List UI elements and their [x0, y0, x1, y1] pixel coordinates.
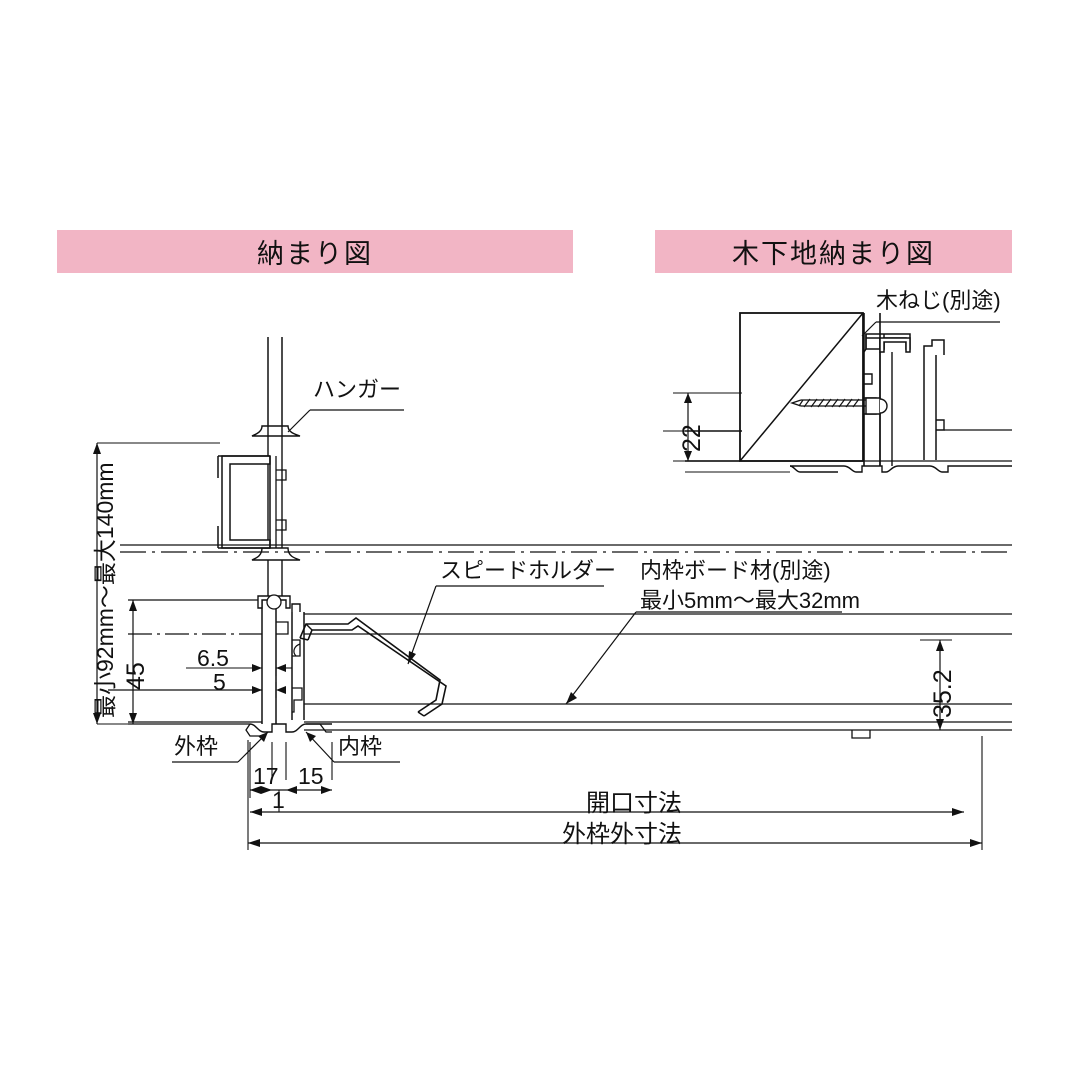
callout-inner-board-range: 最小5mm〜最大32mm	[640, 588, 861, 613]
dimension-1: 1	[272, 787, 285, 813]
callout-inner-frame: 内枠	[338, 734, 383, 759]
dimension-5: 5	[213, 669, 226, 695]
dimension-vertical-total: 最小92mm〜最大140mm	[92, 462, 118, 718]
dimension-45: 45	[122, 662, 150, 690]
dimension-17: 17	[253, 763, 279, 789]
callout-hanger: ハンガー	[313, 377, 402, 402]
dimension-6-5: 6.5	[197, 645, 229, 671]
dimension-opening-width: 開口寸法	[586, 790, 682, 817]
callout-outer-frame: 外枠	[174, 734, 219, 759]
dimension-outer-frame-overall: 外枠外寸法	[562, 821, 682, 848]
callout-inner-board: 内枠ボード材(別途)	[640, 558, 831, 583]
callout-wood-screw: 木ねじ(別途)	[876, 288, 1001, 313]
section-header-assembly-diagram: 納まり図	[57, 230, 573, 273]
dimension-35-2: 35.2	[929, 669, 957, 718]
dimension-22: 22	[678, 424, 706, 452]
section-header-wood-substrate-diagram: 木下地納まり図	[655, 230, 1012, 273]
right-detail-group	[663, 312, 1012, 473]
callout-speed-holder: スピードホルダー	[440, 558, 617, 583]
left-assembly-group	[93, 337, 1012, 850]
dimension-15: 15	[298, 763, 324, 789]
